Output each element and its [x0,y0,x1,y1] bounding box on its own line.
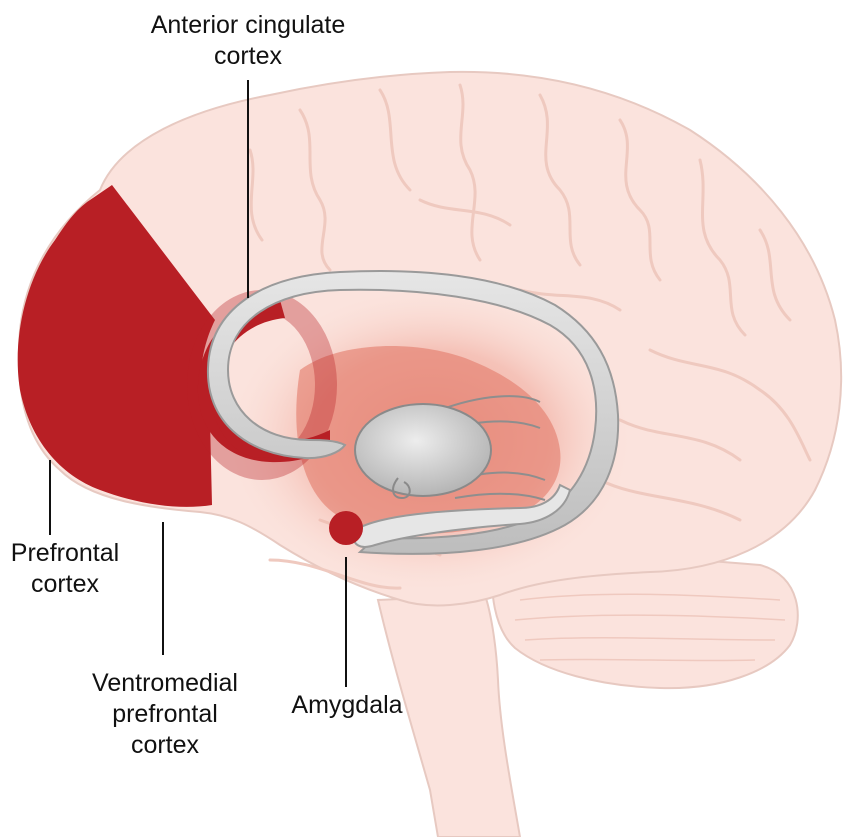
label-anterior-cingulate-cortex: Anterior cingulate cortex [118,10,378,72]
label-prefrontal-cortex: Prefrontal cortex [0,538,130,600]
thalamus [355,404,491,496]
label-ventromedial-prefrontal-cortex: Ventromedial prefrontal cortex [60,668,270,761]
amygdala-region [329,511,363,545]
label-amygdala: Amygdala [262,690,432,721]
